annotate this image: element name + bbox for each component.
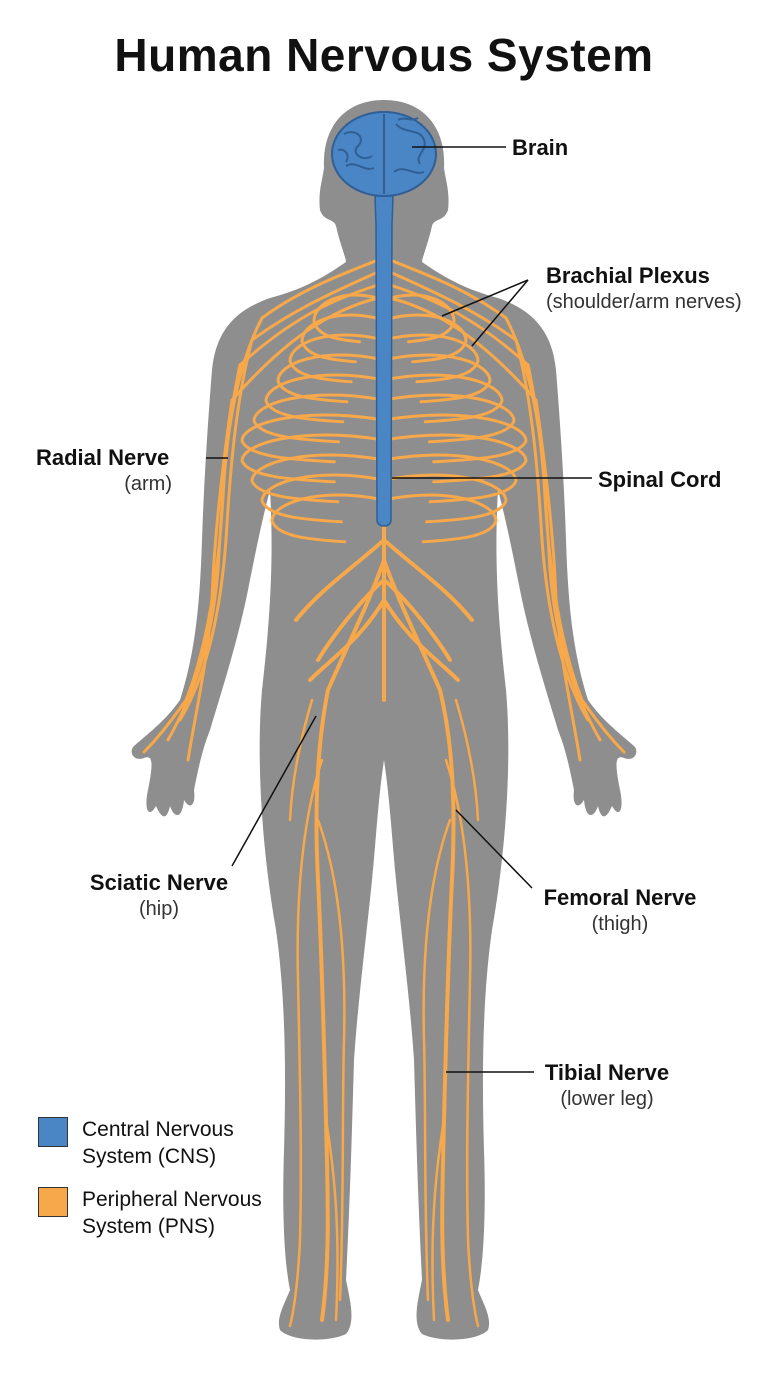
radial-nerve-sub: (arm) [124, 473, 172, 495]
intercostal-nerve-r-6 [382, 393, 516, 444]
plexus-right [388, 258, 538, 402]
legend-label-pns: Peripheral Nervous System (PNS) [82, 1188, 262, 1238]
intercostal-nerve-l-5 [264, 373, 386, 424]
peripheral-nerves [142, 258, 626, 1328]
label-radial-nerve: Radial Nerve (arm) [36, 444, 202, 497]
legend-label-cns: Central Nervous System (CNS) [82, 1118, 234, 1168]
spinal-cord-shape [374, 195, 394, 527]
left-leg-nerves [314, 688, 330, 1322]
legend-swatch-cns [38, 1117, 68, 1147]
leader-plexus-b [471, 279, 529, 347]
legend-swatch-pns [38, 1187, 68, 1217]
label-brain: Brain [512, 134, 568, 161]
brachial-plexus-label: Brachial Plexus [546, 263, 710, 288]
spinal-cord-label: Spinal Cord [598, 467, 722, 492]
label-spinal-cord: Spinal Cord [598, 466, 721, 493]
central-nervous-system [331, 111, 437, 527]
intercostal-nerve-r-5 [382, 373, 504, 424]
left-arm-nerves [142, 316, 264, 762]
intercostal-nerve-l-4 [276, 353, 386, 404]
sciatic-nerve-label: Sciatic Nerve [89, 870, 229, 895]
label-sciatic-nerve: Sciatic Nerve (hip) [86, 869, 232, 922]
femoral-nerve-label: Femoral Nerve [543, 885, 697, 910]
torso-legs [131, 262, 637, 1340]
lumbosacral-plexus [294, 523, 474, 702]
legend-item-cns: Central Nervous System (CNS) [38, 1116, 312, 1170]
leader-femoral [455, 809, 533, 889]
brain-shape [331, 111, 437, 197]
intercostal-nerve-l-11 [270, 493, 386, 544]
intercostal-nerve-l-7 [240, 413, 386, 464]
intercostal-nerve-r-2 [382, 313, 468, 364]
intercostal-nerve-r-11 [382, 493, 498, 544]
leader-plexus-a [441, 279, 529, 317]
leader-sciatic [231, 715, 317, 867]
tibial-nerve-sub: (lower leg) [560, 1088, 654, 1110]
label-femoral-nerve: Femoral Nerve (thigh) [540, 884, 700, 937]
intercostal-nerve-l-10 [260, 473, 386, 524]
page-title: Human Nervous System [114, 29, 654, 81]
brachial-plexus-sub: (shoulder/arm nerves) [546, 291, 742, 313]
intercostal-nerves [240, 293, 528, 544]
label-brachial-plexus: Brachial Plexus (shoulder/arm nerves) [546, 262, 742, 315]
intercostal-nerve-r-10 [382, 473, 508, 524]
intercostal-nerve-r-3 [382, 333, 480, 384]
intercostal-nerve-l-6 [252, 393, 386, 444]
right-leg-branches [422, 698, 480, 1328]
label-tibial-nerve: Tibial Nerve (lower leg) [540, 1059, 674, 1112]
plexus-left [230, 258, 380, 402]
intercostal-nerve-l-3 [288, 333, 386, 384]
intercostal-nerve-l-2 [300, 313, 386, 364]
tibial-nerve-label: Tibial Nerve [544, 1060, 670, 1085]
intercostal-nerve-l-1 [312, 293, 386, 344]
intercostal-nerve-r-4 [382, 353, 492, 404]
radial-nerve-label: Radial Nerve [36, 445, 170, 470]
legend-item-pns: Peripheral Nervous System (PNS) [38, 1186, 312, 1240]
brain-label: Brain [512, 135, 569, 160]
intercostal-nerve-r-7 [382, 413, 528, 464]
femoral-nerve-sub: (thigh) [591, 913, 649, 935]
left-leg-branches [288, 698, 346, 1328]
right-arm-nerves [504, 316, 626, 762]
intercostal-nerve-r-1 [382, 293, 456, 344]
leader-lines [206, 146, 592, 1073]
sciatic-nerve-sub: (hip) [138, 898, 179, 920]
